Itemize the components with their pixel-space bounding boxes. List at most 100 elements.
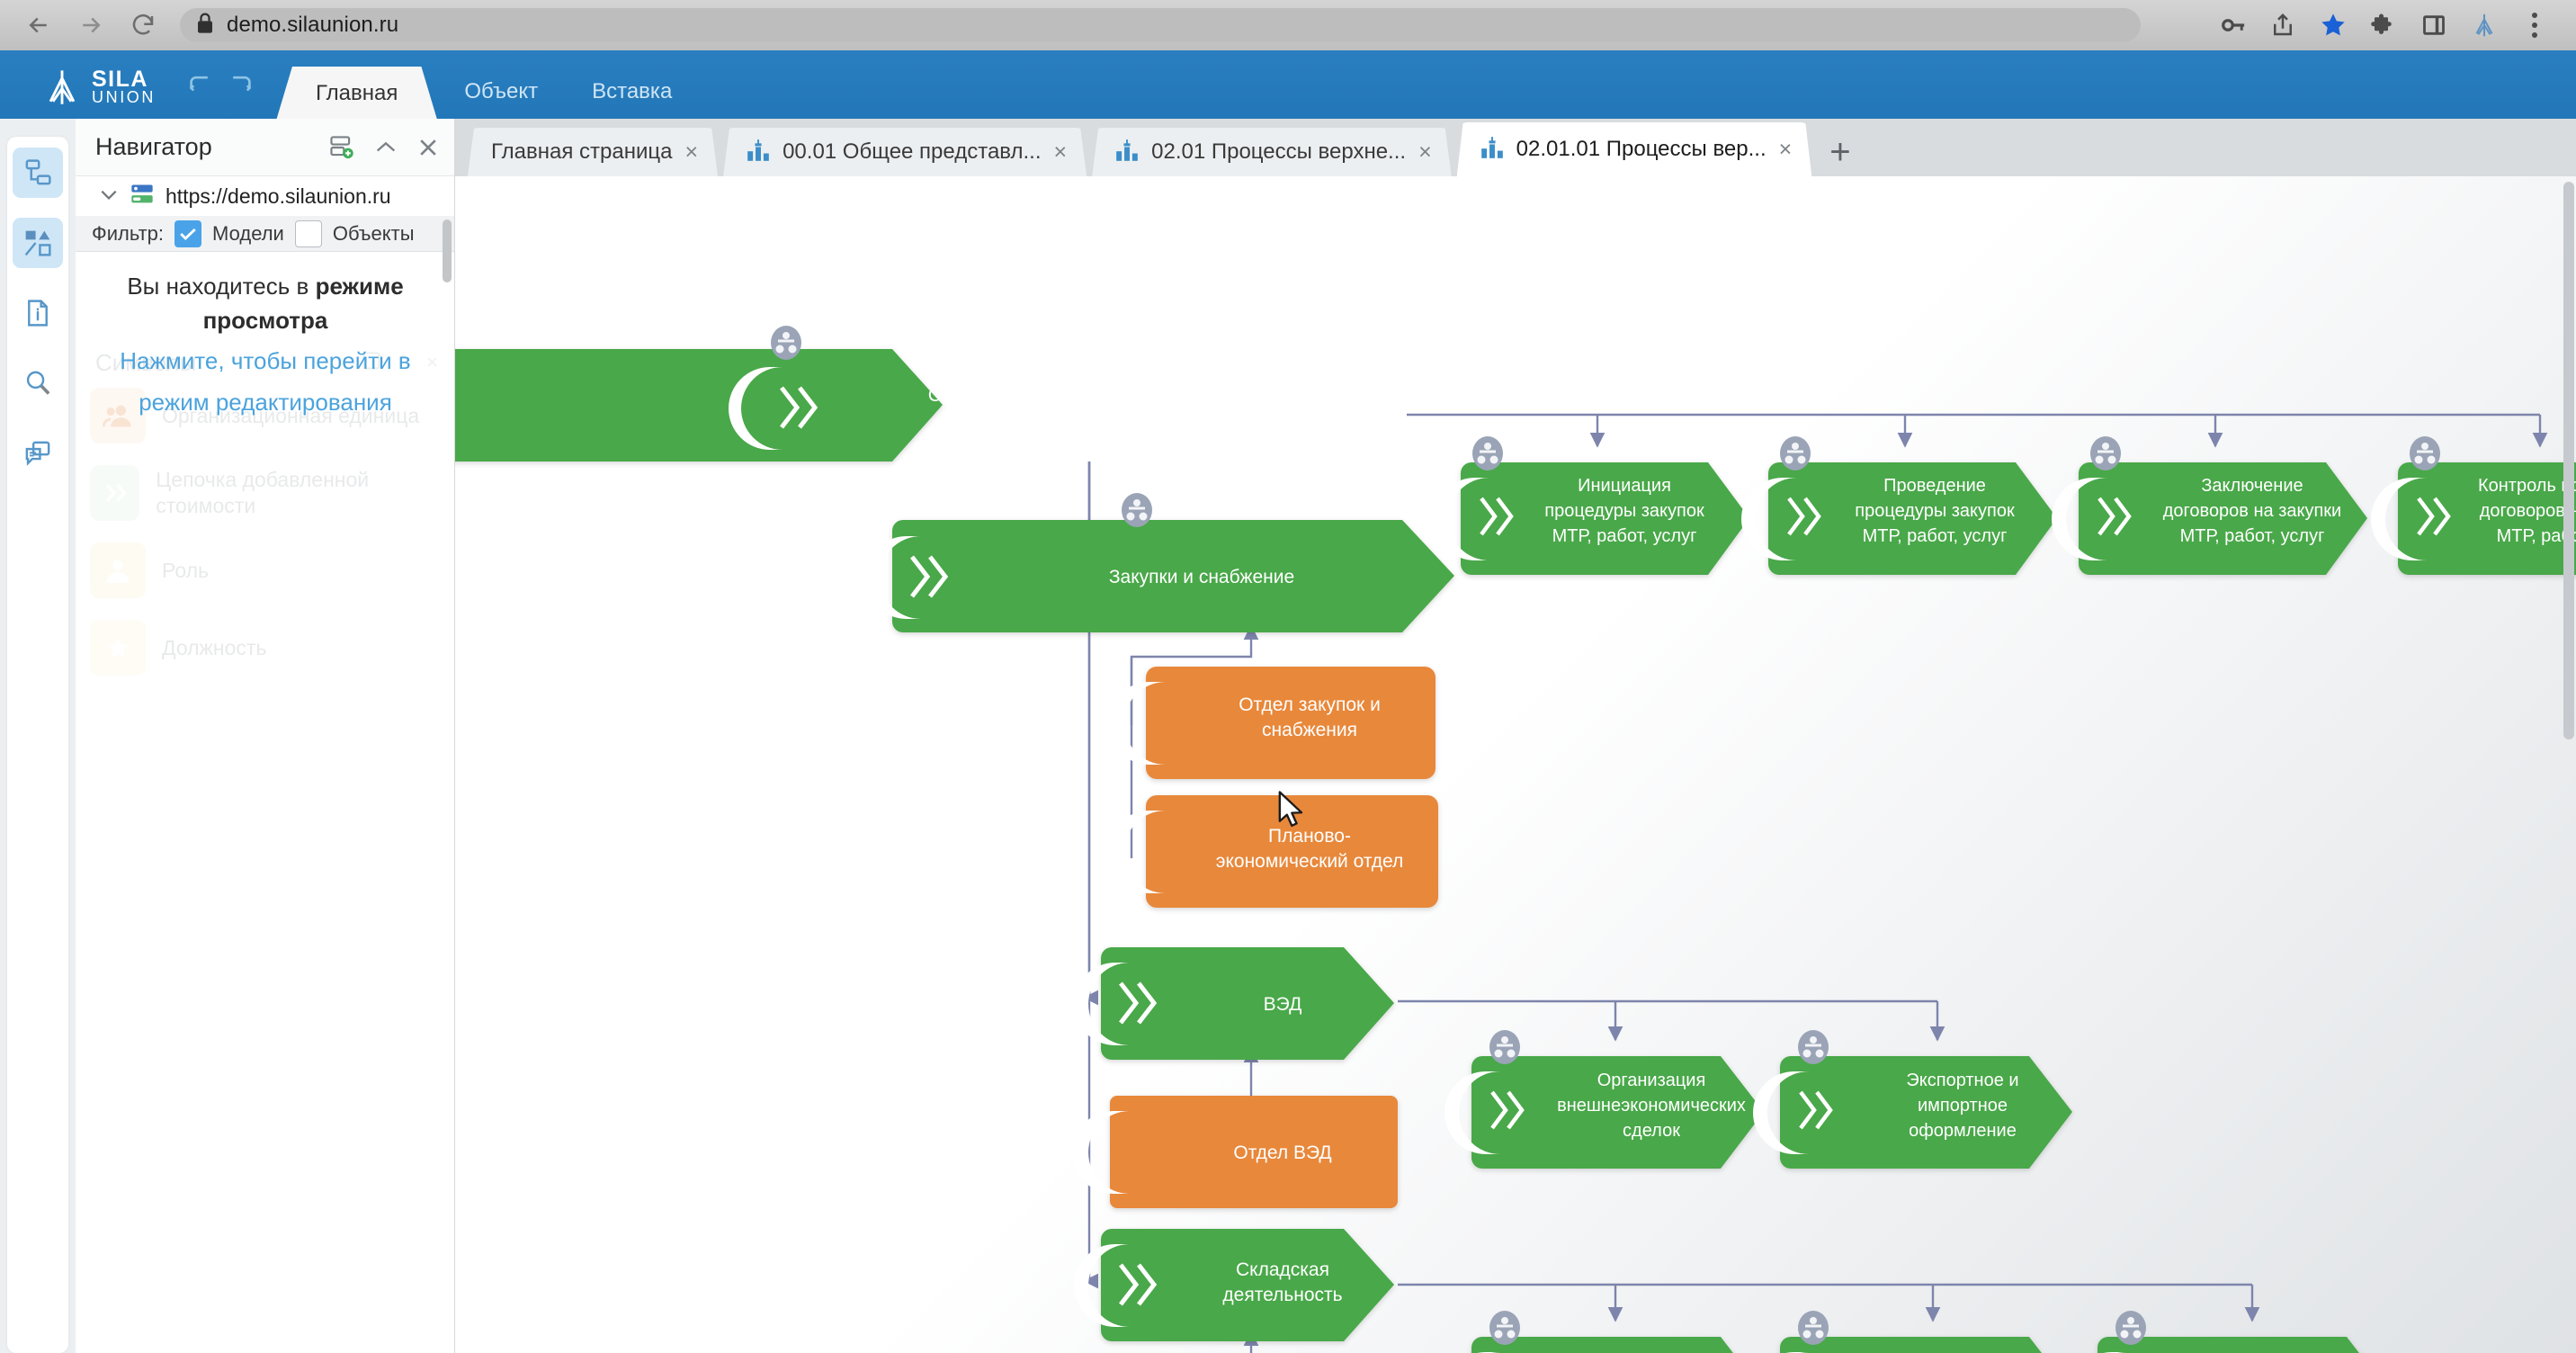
tab-label: 02.01.01 Процессы вер... [1516, 137, 1767, 161]
chevron-down-icon[interactable] [99, 187, 119, 206]
node-label: МТР, работ, услуг [1863, 526, 2008, 546]
role-icon [90, 542, 146, 598]
tab-close-icon[interactable]: × [1418, 139, 1432, 165]
mouse-cursor [1278, 791, 1303, 828]
node-otdel-ved[interactable]: Отдел ВЭД [1072, 1096, 1398, 1208]
node-label: Контроль исполнения [2478, 476, 2576, 496]
symbol-item[interactable]: Цепочка добавленной стоимости [76, 454, 454, 532]
tab-close-icon[interactable]: × [684, 139, 699, 165]
view-mode-text-pre: Вы находитесь в [127, 273, 316, 300]
node-label: договоров на закупки [2163, 501, 2341, 521]
collapse-icon[interactable] [373, 138, 398, 157]
app-ribbon: SILA UNION Главная Объект Вставка [0, 50, 2576, 121]
org-assign-icon [1489, 1311, 1520, 1345]
tab-close-icon[interactable]: × [1053, 139, 1068, 165]
org-assign-icon [1122, 493, 1152, 527]
symbols-panel: Символы ^ × Организационная единица Цепо… [76, 342, 454, 1353]
ribbon-tab-insert[interactable]: Вставка [592, 79, 673, 103]
tab-glavnaya-stranitsa[interactable]: Главная страница × [468, 128, 718, 176]
new-tab-button[interactable]: + [1829, 132, 1851, 172]
node-label: Отдел ВЭД [1233, 1142, 1331, 1163]
symbol-item[interactable]: Должность [76, 609, 454, 686]
symbol-label: Роль [162, 558, 210, 582]
org-unit-icon [90, 388, 146, 444]
node-label: деятельность [1222, 1285, 1342, 1305]
address-bar[interactable]: demo.silaunion.ru [180, 8, 2141, 42]
symbols-close-icon[interactable]: × [426, 350, 438, 373]
forward-arrow-icon[interactable] [65, 0, 117, 50]
canvas-vertical-scrollbar[interactable] [2563, 182, 2574, 739]
extensions-puzzle-icon[interactable] [2358, 0, 2409, 50]
password-key-icon[interactable] [2207, 0, 2258, 50]
node-otdel-zakupok-i-snabzheniya[interactable]: Отдел закупок и снабжения [1108, 667, 1436, 779]
node-label: логистика [943, 410, 1030, 431]
edit-mode-link-line-1[interactable]: Нажмите, чтобы перейти в [120, 347, 411, 375]
position-icon [90, 620, 146, 676]
node-zakupki-i-snabzhenie[interactable]: Закупки и снабжение [865, 493, 1454, 632]
diagram-canvas[interactable]: Снабжение и логистика Закупки и снабжени… [455, 176, 2576, 1353]
navigator-tree-icon[interactable] [13, 148, 63, 198]
filter-models-checkbox[interactable] [174, 220, 202, 247]
node-label: Организация [1597, 1071, 1706, 1090]
node-komplektatsiya-otgruzok-mtr[interactable]: Комплектация отгрузок МТР [2071, 1311, 2390, 1353]
ribbon-tab-home[interactable]: Главная [276, 67, 438, 121]
view-mode-text-bold-1: режиме [315, 273, 404, 300]
tab-label: 00.01 Общее представл... [783, 139, 1042, 164]
navigator-title: Навигатор [95, 133, 212, 160]
navigator-tree-root-row[interactable]: https://demo.silaunion.ru [76, 176, 454, 216]
back-arrow-icon[interactable] [13, 0, 65, 50]
ribbon-tab-object[interactable]: Объект [464, 79, 539, 103]
reload-icon[interactable] [117, 0, 169, 50]
node-label: импортное [1918, 1096, 2008, 1116]
undo-icon[interactable] [186, 73, 215, 101]
node-snabzhenie-i-logistika[interactable]: Снабжение и логистика [455, 326, 1043, 461]
navigator-scrollbar[interactable] [443, 220, 452, 282]
document-info-icon[interactable] [13, 288, 63, 338]
tab-02-01-01-protsessy-ver[interactable]: 02.01.01 Процессы вер... × [1457, 122, 1812, 176]
node-label: Проведение [1883, 476, 1986, 496]
tab-close-icon[interactable]: × [1778, 136, 1793, 162]
node-initsiatsiya-protsedury-zakupok[interactable]: Инициация процедуры закупок МТР, работ, … [1434, 436, 1749, 575]
add-database-icon[interactable] [328, 135, 355, 160]
node-priemka-mtr[interactable]: Приемка МТР [1445, 1311, 1764, 1353]
node-ved[interactable]: ВЭД [1074, 947, 1394, 1060]
node-kontrol-ispolneniya-dogovorov[interactable]: Контроль исполнения договоров на закупки… [2371, 436, 2576, 575]
view-mode-text-bold-2: просмотра [202, 306, 328, 334]
symbols-collapse-icon[interactable]: ^ [398, 350, 409, 373]
node-skladskaya-deyatelnost[interactable]: Складская деятельность [1074, 1229, 1394, 1341]
symbols-shapes-icon[interactable] [13, 218, 63, 268]
share-icon[interactable] [2258, 0, 2308, 50]
menu-kebab-icon[interactable] [2509, 0, 2560, 50]
filter-objects-checkbox[interactable] [294, 220, 322, 247]
left-icon-rail [0, 119, 76, 1353]
close-icon[interactable] [416, 136, 440, 159]
node-organizatsiya-vneshneekonomicheskikh-sdelok[interactable]: Организация внешнеэкономических сделок [1445, 1030, 1764, 1169]
side-panel-icon[interactable] [2409, 0, 2459, 50]
node-zaklyuchenie-dogovorov[interactable]: Заключение договоров на закупки МТР, раб… [2052, 436, 2367, 575]
symbol-item[interactable]: Роль [76, 532, 454, 609]
bookmark-star-icon[interactable] [2308, 0, 2358, 50]
view-mode-overlay[interactable]: Вы находитесь в режиме просмотра Нажмите… [76, 270, 455, 420]
redo-icon[interactable] [226, 73, 255, 101]
symbols-pin-icon[interactable] [362, 351, 381, 376]
node-provedenie-protsedury-zakupok[interactable]: Проведение процедуры закупок МТР, работ,… [1741, 436, 2057, 575]
edit-mode-link-line-2[interactable]: режим редактирования [139, 389, 392, 417]
comments-icon[interactable] [13, 428, 63, 479]
tab-00-01-obshchee-predstavlenie[interactable]: 00.01 Общее представл... × [723, 128, 1087, 176]
tab-02-01-protsessy-verkhnego[interactable]: 02.01 Процессы верхне... × [1092, 128, 1452, 176]
search-icon[interactable] [13, 358, 63, 408]
filter-objects-label: Объекты [332, 221, 415, 245]
org-assign-icon [2410, 436, 2440, 470]
symbol-label: Должность [162, 635, 267, 659]
sila-union-icon[interactable] [2459, 0, 2509, 50]
brand-name: SILA [92, 66, 148, 92]
browser-chrome: demo.silaunion.ru [0, 0, 2576, 50]
symbol-item[interactable]: Организационная единица [76, 377, 454, 454]
browser-actions [2207, 0, 2576, 50]
node-label: Инициация [1578, 476, 1671, 496]
node-eksportnoe-i-importnoe-oformlenie[interactable]: Экспортное и импортное оформление [1753, 1030, 2072, 1169]
value-chain-icon [90, 465, 140, 521]
node-khranenie-mtr[interactable]: Хранение МТР [1753, 1311, 2072, 1353]
node-planovo-ekonomicheskiy-otdel[interactable]: Планово- экономический отдел [1108, 795, 1438, 908]
node-label: оформление [1909, 1121, 2017, 1141]
